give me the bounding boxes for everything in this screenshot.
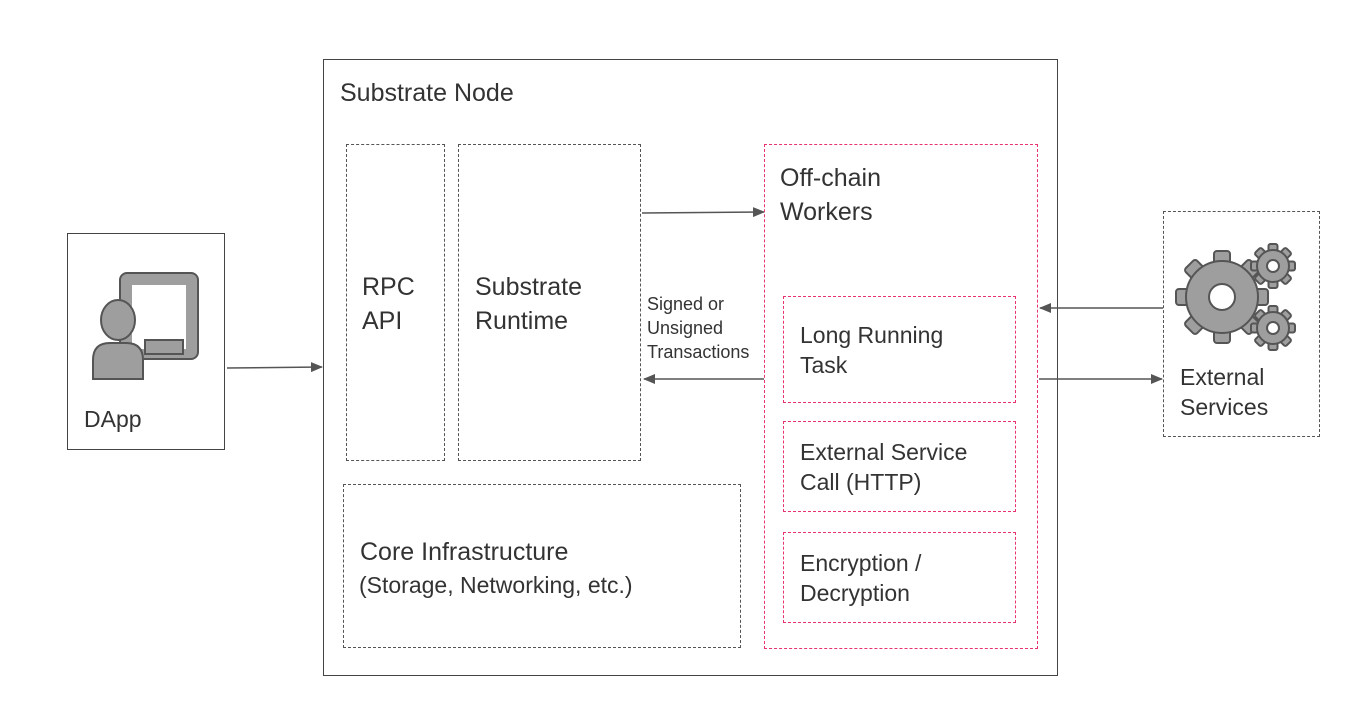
task-external-call-label: External Service Call (HTTP) bbox=[800, 439, 968, 495]
offchain-workers-label: Off-chain Workers bbox=[780, 164, 881, 226]
substrate-runtime-box bbox=[458, 144, 641, 461]
arrow-runtime-to-ocw bbox=[641, 207, 765, 218]
rpc-api-box bbox=[346, 144, 445, 461]
core-infrastructure-box bbox=[343, 484, 741, 648]
task-long-running-label: Long Running Task bbox=[800, 322, 944, 378]
task-external-call-box bbox=[783, 421, 1016, 512]
external-services-label: External Services bbox=[1180, 364, 1269, 420]
task-encryption-box bbox=[783, 532, 1016, 623]
substrate-node-box bbox=[323, 59, 1058, 676]
substrate-runtime-label: Substrate Runtime bbox=[475, 273, 583, 335]
task-encryption-label: Encryption / Decryption bbox=[800, 550, 922, 606]
rpc-api-label: RPC API bbox=[362, 273, 415, 335]
task-long-running-box bbox=[783, 296, 1016, 403]
core-infrastructure-subtitle: (Storage, Networking, etc.) bbox=[359, 572, 633, 598]
external-services-box bbox=[1163, 211, 1320, 437]
core-infrastructure-title: Core Infrastructure bbox=[360, 538, 569, 566]
arrow-dapp-to-node bbox=[226, 362, 323, 373]
substrate-node-title: Substrate Node bbox=[340, 79, 514, 107]
offchain-workers-box bbox=[764, 144, 1038, 649]
dapp-label: DApp bbox=[84, 406, 142, 432]
transactions-label: Signed or Unsigned Transactions bbox=[647, 294, 750, 362]
gears-icon bbox=[1175, 243, 1296, 351]
